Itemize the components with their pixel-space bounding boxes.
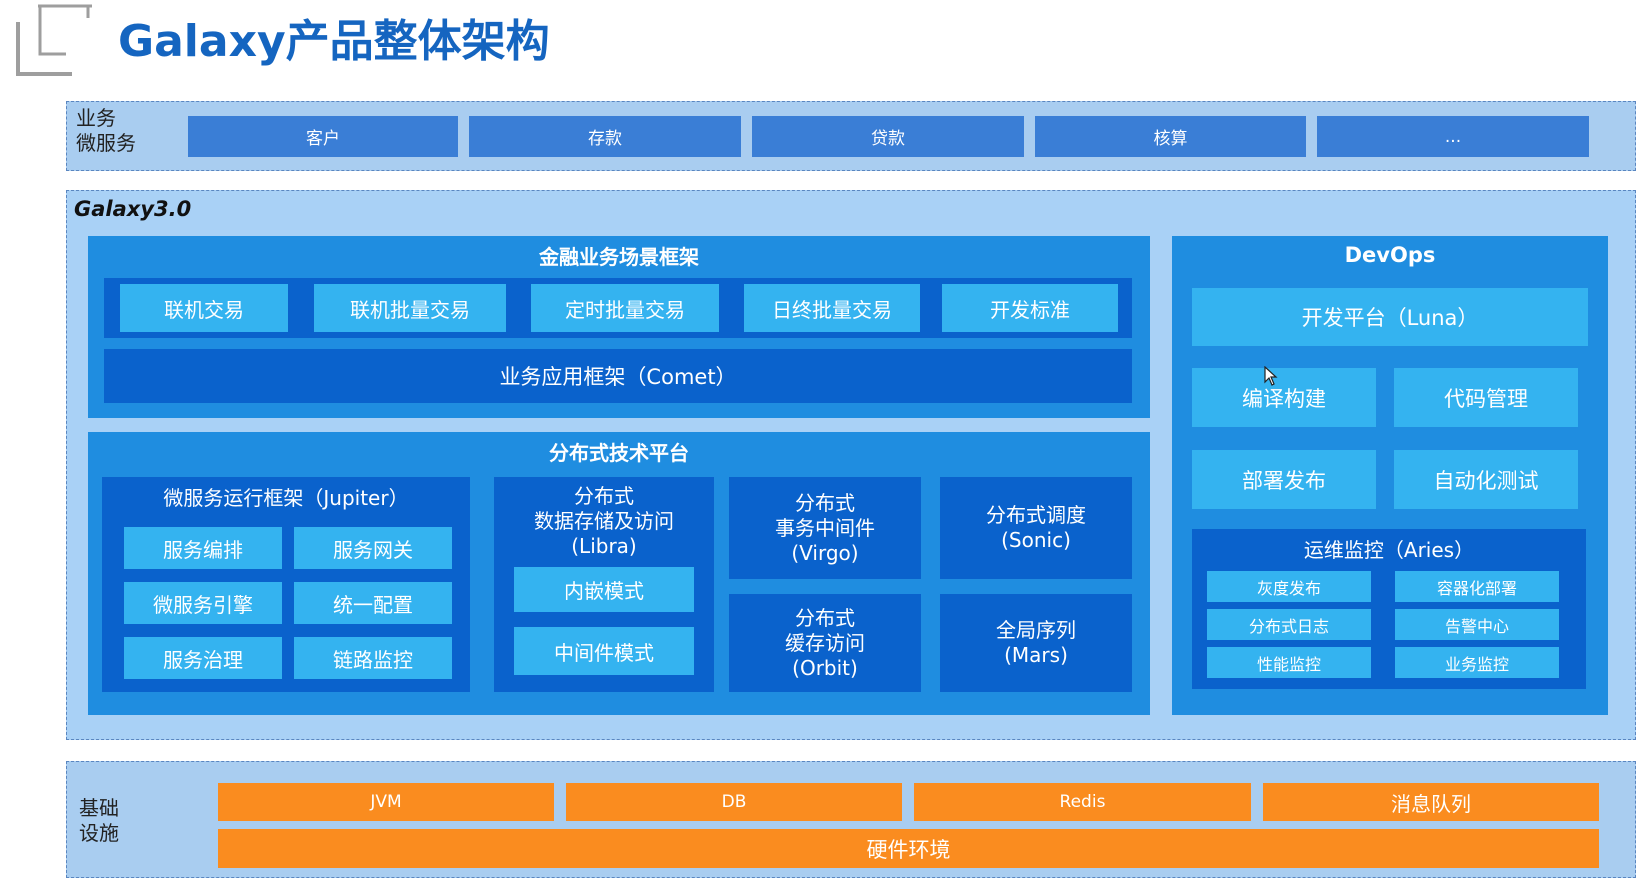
build-compile: 编译构建 — [1192, 368, 1376, 427]
embedded-mode: 内嵌模式 — [514, 567, 694, 612]
service-gateway: 服务网关 — [294, 527, 452, 569]
infra-hardware: 硬件环境 — [218, 829, 1599, 868]
end-of-day-batch-transaction: 日终批量交易 — [744, 284, 920, 332]
deploy-release: 部署发布 — [1192, 450, 1376, 509]
scheduled-batch-transaction: 定时批量交易 — [531, 284, 719, 332]
mars-global-sequence: 全局序列 (Mars) — [940, 594, 1132, 692]
dev-platform-luna: 开发平台（Luna） — [1192, 288, 1588, 346]
trace-monitoring: 链路监控 — [294, 637, 452, 679]
virgo-transaction-middleware: 分布式 事务中间件 (Virgo) — [729, 477, 921, 579]
code-management: 代码管理 — [1394, 368, 1578, 427]
middleware-mode: 中间件模式 — [514, 627, 694, 675]
jupiter-title: 微服务运行框架（Jupiter） — [163, 485, 409, 510]
libra-title: 分布式 数据存储及访问 (Libra) — [534, 483, 674, 558]
unified-config: 统一配置 — [294, 582, 452, 624]
automated-testing: 自动化测试 — [1394, 450, 1578, 509]
service-governance: 服务治理 — [124, 637, 282, 679]
service-customer: 客户 — [188, 116, 458, 157]
online-transaction: 联机交易 — [120, 284, 288, 332]
galaxy-version-label: Galaxy3.0 — [74, 197, 192, 221]
infra-layer-label: 基础 设施 — [79, 796, 119, 845]
distributed-logging: 分布式日志 — [1207, 609, 1371, 640]
distributed-platform-title: 分布式技术平台 — [549, 440, 689, 465]
microservice-engine: 微服务引擎 — [124, 582, 282, 624]
devops-title: DevOps — [1344, 243, 1436, 267]
service-loan: 贷款 — [752, 116, 1024, 157]
sonic-scheduler: 分布式调度 (Sonic) — [940, 477, 1132, 579]
page-title: Galaxy产品整体架构 — [118, 16, 550, 67]
infra-message-queue: 消息队列 — [1263, 783, 1599, 821]
service-deposit: 存款 — [469, 116, 741, 157]
online-batch-transaction: 联机批量交易 — [314, 284, 506, 332]
service-accounting: 核算 — [1035, 116, 1306, 157]
bracket-logo-icon — [16, 4, 92, 76]
orbit-cache-access: 分布式 缓存访问 (Orbit) — [729, 594, 921, 692]
gray-release: 灰度发布 — [1207, 571, 1371, 602]
service-orchestration: 服务编排 — [124, 527, 282, 569]
business-monitoring: 业务监控 — [1395, 647, 1559, 678]
infra-redis: Redis — [914, 783, 1251, 821]
infra-db: DB — [566, 783, 902, 821]
aries-title: 运维监控（Aries） — [1303, 537, 1475, 562]
service-more: ... — [1317, 116, 1589, 157]
performance-monitoring: 性能监控 — [1207, 647, 1371, 678]
infra-jvm: JVM — [218, 783, 554, 821]
business-layer-label: 业务 微服务 — [76, 106, 136, 155]
mouse-pointer-icon — [1264, 366, 1278, 386]
container-deployment: 容器化部署 — [1395, 571, 1559, 602]
business-app-framework-comet: 业务应用框架（Comet） — [104, 349, 1132, 403]
financial-framework-title: 金融业务场景框架 — [539, 244, 699, 269]
development-standards: 开发标准 — [942, 284, 1118, 332]
alert-center: 告警中心 — [1395, 609, 1559, 640]
